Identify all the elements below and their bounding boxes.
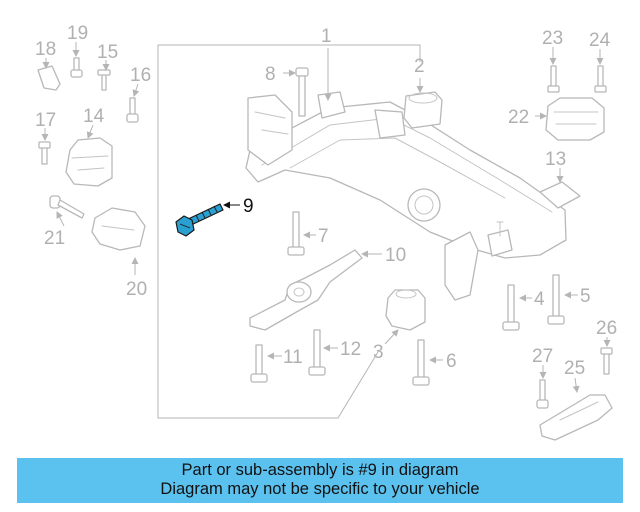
callout-3: 3 [373,342,384,363]
bolt-part-12 [308,329,326,376]
bolt-part-23 [547,65,560,93]
callout-13: 13 [545,149,566,170]
callout-1: 1 [321,26,332,47]
callout-22: 22 [508,107,529,128]
callout-21: 21 [44,228,65,249]
banner-line-part-number: Part or sub-assembly is #9 in diagram [181,461,459,479]
callout-7: 7 [318,226,329,247]
bracket-part-20 [91,207,146,251]
mount-part-14 [65,137,113,187]
callout-23: 23 [542,28,563,49]
callout-6: 6 [446,351,457,372]
bolt-part-8 [295,67,309,117]
callout-15: 15 [97,42,118,63]
bolt-part-5 [547,274,565,325]
callout-12: 12 [340,339,361,360]
bolt-part-11 [250,344,268,383]
callout-16: 16 [130,65,151,86]
bolt-part-19 [70,57,83,78]
highlighted-bolt-part-9[interactable] [175,203,224,237]
callout-27: 27 [532,346,553,367]
callout-17: 17 [35,110,56,131]
part-info-banner: Part or sub-assembly is #9 in diagram Di… [17,458,623,503]
pad-part-13 [539,181,581,209]
callout-19: 19 [67,23,88,44]
banner-line-disclaimer: Diagram may not be specific to your vehi… [160,480,480,498]
bolt-part-16 [126,97,139,123]
assembly-bracket [157,44,421,419]
callout-5: 5 [580,286,591,307]
callout-10: 10 [385,245,406,266]
callout-24: 24 [589,30,611,51]
callout-18: 18 [35,39,56,60]
mount-part-22 [545,97,605,141]
link-part-10 [249,249,363,331]
bracket-part-25 [539,394,613,441]
bracket-part-18 [37,65,61,91]
bolt-part-21 [49,195,85,219]
callout-14: 14 [83,106,105,127]
leader-lines [41,42,611,393]
callout-11: 11 [283,347,303,368]
bolt-part-15 [97,69,111,91]
mount-part-3 [385,289,426,331]
parts-diagram: 1 2 3 4 5 6 7 8 9 10 11 12 13 14 15 16 1… [35,23,617,441]
callout-9: 9 [243,196,254,217]
bolt-part-24 [594,65,607,93]
mount-part-2 [403,91,443,129]
callout-4: 4 [534,289,545,310]
bolt-part-7 [287,211,305,256]
bolt-part-27 [536,379,549,409]
callout-25: 25 [564,358,585,379]
bolt-part-4 [502,284,520,331]
callout-2: 2 [414,56,425,77]
bolt-part-6 [412,339,430,386]
bolt-part-26 [600,347,613,375]
callout-26: 26 [596,318,617,339]
callout-20: 20 [126,279,147,300]
callout-8: 8 [265,64,276,85]
bolt-part-17 [38,141,51,165]
